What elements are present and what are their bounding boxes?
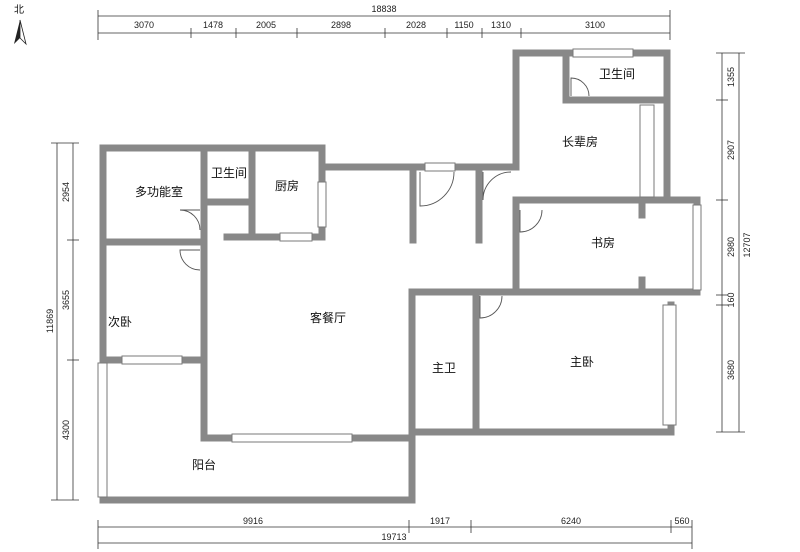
dim-top-3: 2898 (331, 20, 351, 30)
room-master-bedroom: 主卧 (570, 355, 594, 369)
dim-top-5: 1150 (454, 20, 473, 30)
room-living-dining: 客餐厅 (310, 310, 346, 325)
dim-right-3: 160 (726, 292, 736, 307)
room-bath-left: 卫生间 (211, 166, 247, 180)
dim-bottom-3: 560 (674, 516, 689, 526)
dim-left-1: 3655 (61, 290, 71, 310)
dim-right-2: 2980 (726, 237, 736, 257)
dim-left-0: 2954 (61, 182, 71, 202)
dim-bottom-2: 6240 (561, 516, 581, 526)
compass-label: 北 (14, 4, 24, 16)
dim-bottom-total: 19713 (381, 532, 406, 542)
room-balcony: 阳台 (192, 457, 216, 472)
room-master-bath: 主卫 (432, 361, 456, 375)
dim-bottom-1: 1917 (430, 516, 450, 526)
windows (97, 48, 702, 498)
room-multi-function: 多功能室 (135, 184, 183, 199)
dim-left-2: 4300 (61, 420, 71, 440)
dimension-lines (51, 10, 745, 549)
room-second-bedroom: 次卧 (108, 315, 132, 329)
dim-top-6: 1310 (491, 20, 511, 30)
dim-top-total: 18838 (371, 4, 396, 14)
dim-bottom-0: 9916 (243, 516, 263, 526)
dim-right-0: 1355 (726, 67, 736, 87)
dim-right-total: 12707 (742, 232, 752, 257)
dim-left-total: 11869 (45, 309, 55, 333)
room-elder: 长辈房 (562, 134, 598, 149)
dim-right-1: 2907 (726, 140, 736, 160)
dim-top-0: 3070 (134, 20, 154, 30)
dim-top-1: 1478 (203, 20, 223, 30)
dim-top-4: 2028 (406, 20, 426, 30)
dim-top-7: 3100 (585, 20, 605, 30)
room-bath-top: 卫生间 (599, 67, 635, 81)
dim-right-4: 3680 (726, 360, 736, 380)
north-compass-icon (14, 19, 27, 46)
room-study: 书房 (591, 235, 615, 250)
doors (179, 77, 590, 319)
walls (99, 49, 701, 504)
dim-top-2: 2005 (256, 20, 276, 30)
room-kitchen: 厨房 (275, 178, 299, 193)
